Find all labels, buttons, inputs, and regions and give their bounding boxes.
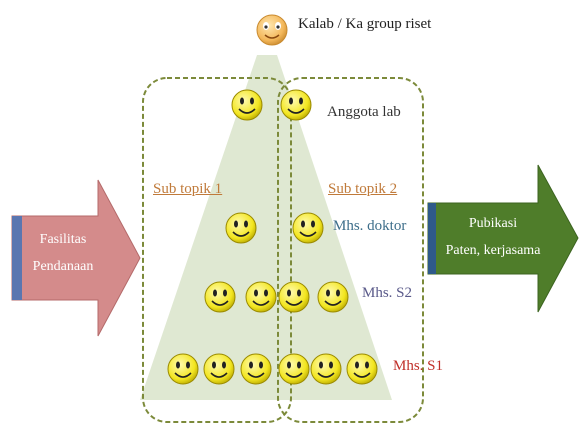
funding-arrow-text: Fasilitas Pendanaan	[24, 226, 102, 280]
member-face-icon	[280, 89, 312, 121]
members	[167, 89, 378, 385]
member-face-icon	[292, 212, 324, 244]
funding-arrow	[11, 179, 141, 337]
output-arrow-text: Pubikasi Paten, kerjasama	[438, 210, 548, 264]
level-label-mhs-doktor: Mhs. doktor	[333, 218, 407, 234]
member-face-icon	[240, 353, 272, 385]
funding-line-2: Pendanaan	[32, 259, 94, 274]
group-label-sub-topik-2: Sub topik 2	[328, 181, 398, 197]
member-face-icon	[317, 281, 349, 313]
member-face-icon	[310, 353, 342, 385]
member-face-icon	[203, 353, 235, 385]
pyramid-shape	[140, 55, 392, 400]
group-label-sub-topik-1: Sub topik 1	[153, 181, 223, 197]
level-label-anggota-lab: Anggota lab	[327, 104, 401, 120]
member-face-icon	[204, 281, 236, 313]
member-face-icon	[167, 353, 199, 385]
member-face-icon	[346, 353, 378, 385]
group-box-sub-topik-2	[277, 77, 424, 423]
leader-label: Kalab / Ka group riset	[298, 16, 432, 32]
member-face-icon	[231, 89, 263, 121]
group-box-sub-topik-1	[142, 77, 292, 423]
member-face-icon	[278, 281, 310, 313]
member-face-icon	[278, 353, 310, 385]
leader-face-icon	[256, 14, 288, 46]
output-line-2: Paten, kerjasama	[445, 243, 541, 258]
level-label-mhs-s1: Mhs. S1	[393, 358, 444, 374]
funding-line-1: Fasilitas	[39, 232, 87, 247]
level-label-mhs-s2: Mhs. S2	[362, 285, 413, 301]
output-line-1: Pubikasi	[468, 216, 518, 231]
member-face-icon	[245, 281, 277, 313]
member-face-icon	[225, 212, 257, 244]
output-arrow	[427, 164, 579, 313]
